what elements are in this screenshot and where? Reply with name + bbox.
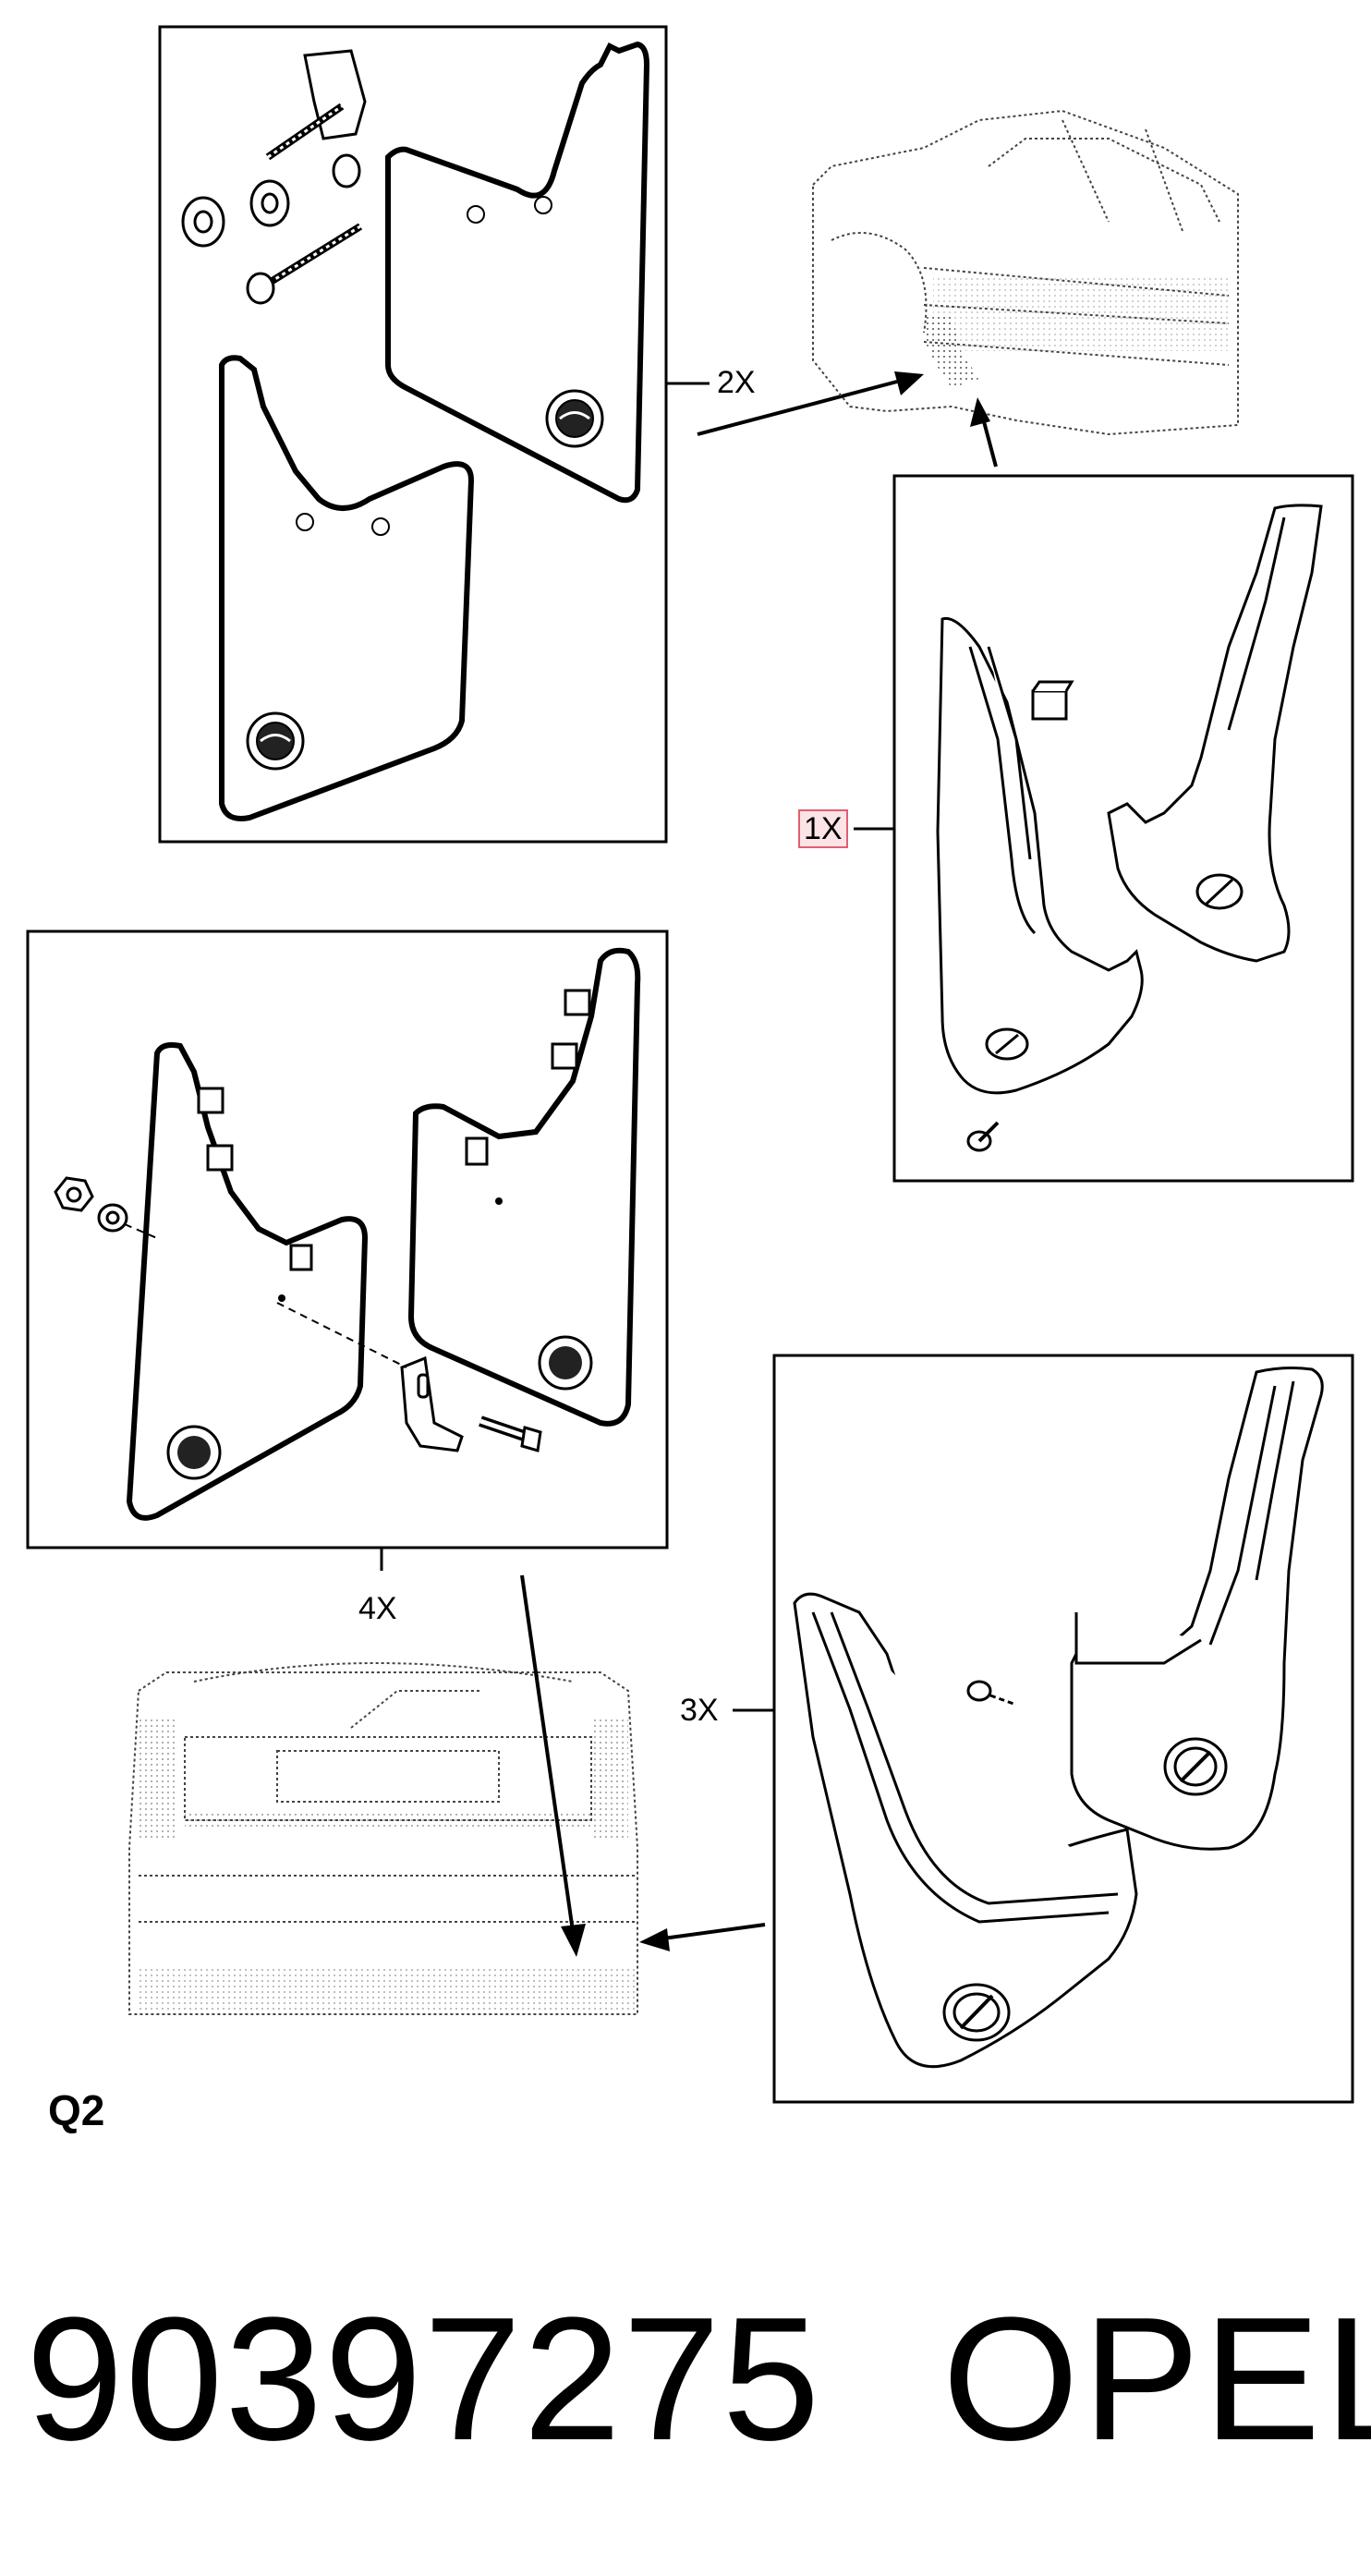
- callout-1x: 1X: [798, 809, 848, 848]
- box-flat-mudflaps-brackets: [26, 930, 669, 1549]
- hardware-brackets: [54, 1176, 542, 1452]
- mudflap-rear-right: [1070, 1367, 1324, 1851]
- mudflap-bracket-right: [407, 947, 641, 1427]
- box-contoured-front: [892, 474, 1354, 1183]
- mudflap-bracket-left: [126, 1042, 369, 1521]
- callout-4x: 4X: [358, 1591, 397, 1626]
- screw-rear: [966, 1680, 1017, 1707]
- diagram-code: Q2: [48, 2086, 105, 2134]
- box-contoured-rear: [772, 1354, 1354, 2104]
- mudflap-rear-left: [793, 1592, 1138, 2069]
- brand-name: OPEL: [942, 2281, 1371, 2477]
- callout-3x: 3X: [680, 1693, 719, 1728]
- mudflap-flat-left: [219, 355, 475, 821]
- box-flat-mudflaps: [158, 25, 668, 844]
- part-number: 90397275: [26, 2281, 822, 2477]
- callout-2x: 2X: [717, 365, 756, 400]
- screw-front: [966, 1121, 1000, 1152]
- clip-clasp: [1031, 680, 1074, 721]
- hardware-flat: [181, 49, 367, 305]
- mudflap-flat-right: [385, 41, 650, 504]
- mudflap-contoured-left: [936, 616, 1144, 1095]
- mudflap-contoured-right: [1107, 504, 1323, 963]
